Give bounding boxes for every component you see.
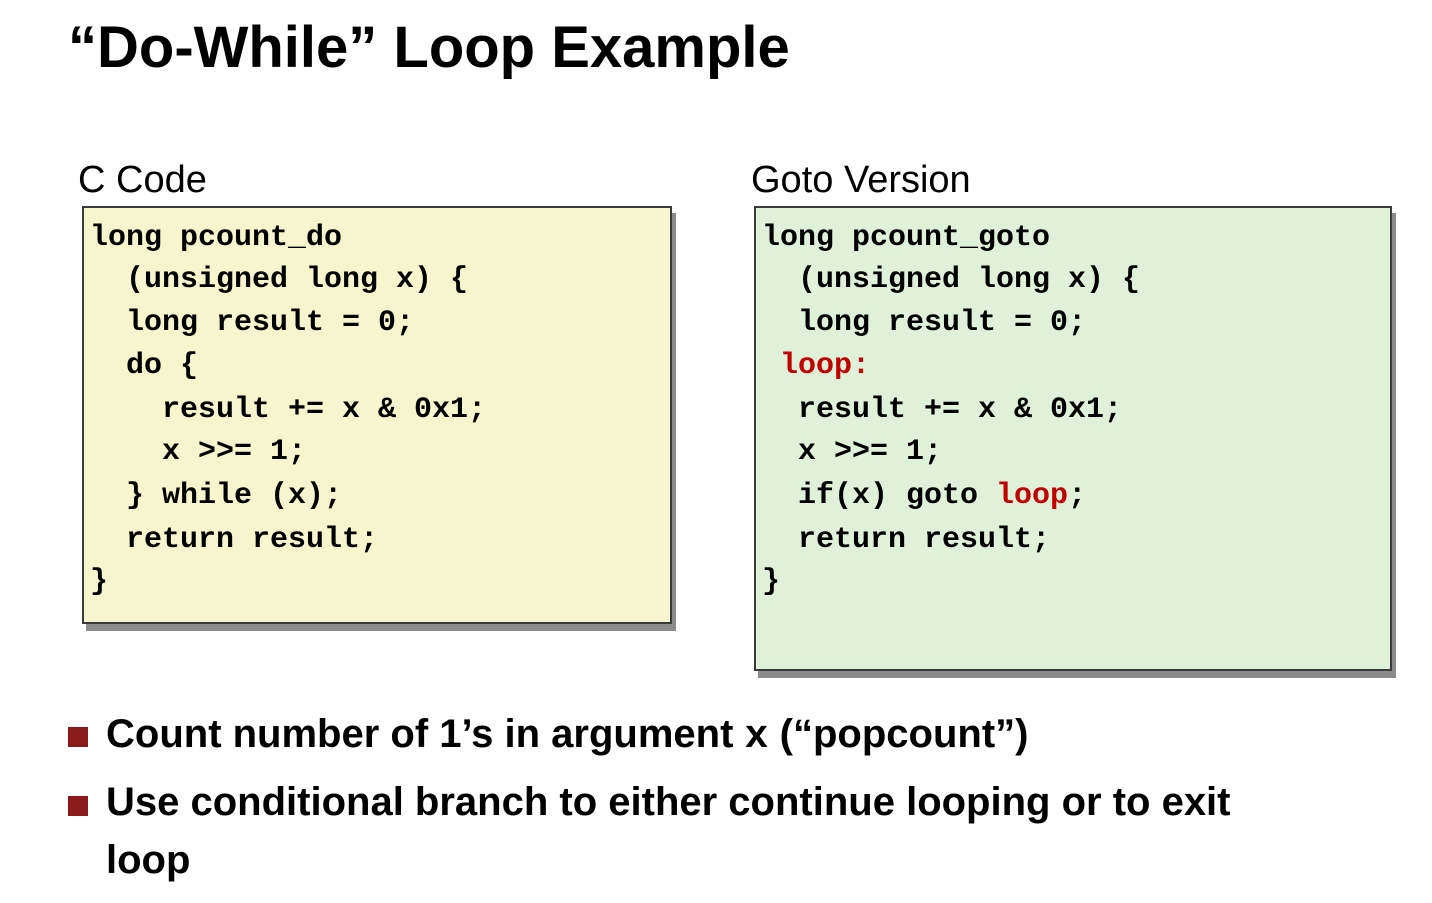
argument-code: x (744, 715, 769, 760)
code-line: (unsigned long x) { (90, 263, 469, 297)
code-line: long result = 0; (762, 306, 1087, 340)
bullet-square-icon (68, 727, 88, 747)
code-line: } (762, 565, 781, 599)
code-line: return result; (90, 523, 379, 557)
goto-statement-line: if(x) goto loop; (762, 476, 1086, 516)
bullet-square-icon (68, 796, 88, 816)
code-line: result += x & 0x1; (90, 393, 487, 427)
c-code-label: C Code (78, 159, 207, 201)
bullet-branch-line1: Use conditional branch to either continu… (106, 780, 1231, 824)
code-line: long pcount_do (90, 221, 343, 255)
bullet-popcount: Count number of 1’s in argument x (“popc… (106, 705, 1028, 767)
goto-statement: if(x) goto (762, 479, 997, 513)
goto-code-box: long pcount_goto (unsigned long x) { lon… (754, 206, 1392, 671)
bullet-branch-line2: loop (106, 838, 191, 882)
c-code-box: long pcount_do (unsigned long x) { long … (82, 206, 672, 624)
code-line: } (90, 565, 109, 599)
goto-semicolon: ; (1068, 479, 1087, 513)
slide-title: “Do-While” Loop Example (68, 15, 790, 80)
code-line: return result; (762, 523, 1051, 557)
code-line: x >>= 1; (90, 435, 307, 469)
loop-label-line: loop: (762, 349, 871, 383)
goto-target: loop (996, 479, 1069, 513)
code-line: long pcount_goto (762, 221, 1051, 255)
code-line: } while (x); (90, 479, 343, 513)
goto-version-label: Goto Version (751, 159, 971, 201)
code-line: long result = 0; (90, 306, 415, 340)
bullet-text: Count number of 1’s in argument (106, 712, 745, 756)
code-line: result += x & 0x1; (762, 393, 1123, 427)
bullet-text: (“popcount”) (768, 712, 1029, 756)
code-line: (unsigned long x) { (762, 263, 1141, 297)
code-line: do { (90, 349, 199, 383)
code-line: x >>= 1; (762, 435, 943, 469)
